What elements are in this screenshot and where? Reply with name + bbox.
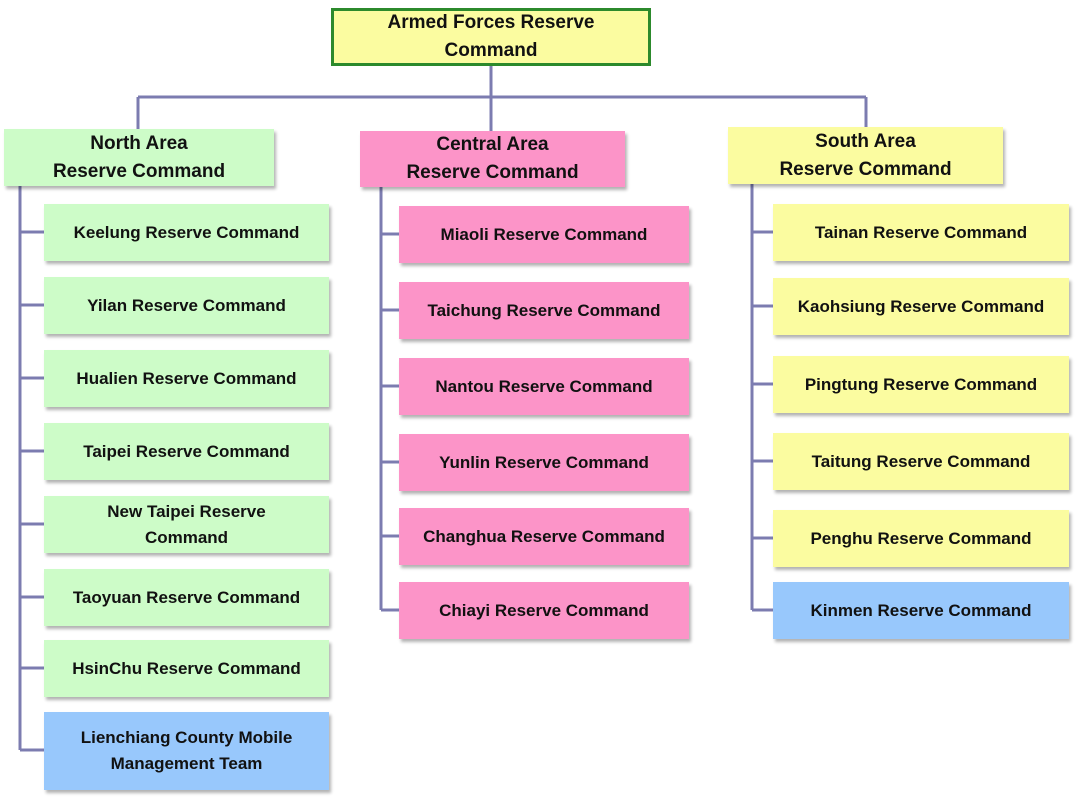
north-item-yilan: Yilan Reserve Command <box>44 277 329 334</box>
root-node-armed-forces-reserve-command: Armed Forces Reserve Command <box>331 8 651 66</box>
north-item-label: Keelung Reserve Command <box>73 222 300 242</box>
south-item-label: Kaohsiung Reserve Command <box>797 296 1045 316</box>
south-item-label: Penghu Reserve Command <box>810 528 1032 548</box>
north-area-node: North Area Reserve Command <box>4 129 274 186</box>
central-item-changhua: Changhua Reserve Command <box>399 508 689 565</box>
central-item-miaoli: Miaoli Reserve Command <box>399 206 689 263</box>
central-item-label: Taichung Reserve Command <box>427 300 661 320</box>
north-item-label: HsinChu Reserve Command <box>72 658 301 678</box>
south-item-label: Pingtung Reserve Command <box>804 374 1038 394</box>
central-item-yunlin: Yunlin Reserve Command <box>399 434 689 491</box>
south-item-pingtung: Pingtung Reserve Command <box>773 356 1069 413</box>
south-item-label: Tainan Reserve Command <box>814 222 1028 242</box>
north-item-label: Taipei Reserve Command <box>83 441 290 461</box>
south-item-label: Kinmen Reserve Command <box>810 600 1032 620</box>
north-item-hsinchu: HsinChu Reserve Command <box>44 640 329 697</box>
central-item-label: Changhua Reserve Command <box>423 526 665 546</box>
south-item-label: Taitung Reserve Command <box>811 451 1031 471</box>
north-item-new-taipei: New Taipei Reserve Command <box>44 496 329 553</box>
central-item-label: Chiayi Reserve Command <box>439 600 649 620</box>
north-item-hualien: Hualien Reserve Command <box>44 350 329 407</box>
central-item-chiayi: Chiayi Reserve Command <box>399 582 689 639</box>
north-item-taoyuan: Taoyuan Reserve Command <box>44 569 329 626</box>
central-item-taichung: Taichung Reserve Command <box>399 282 689 339</box>
south-item-kinmen: Kinmen Reserve Command <box>773 582 1069 639</box>
central-item-nantou: Nantou Reserve Command <box>399 358 689 415</box>
south-item-kaohsiung: Kaohsiung Reserve Command <box>773 278 1069 335</box>
central-item-label: Nantou Reserve Command <box>435 376 653 396</box>
north-area-label: North Area Reserve Command <box>52 132 226 182</box>
central-area-label: Central Area Reserve Command <box>406 134 579 183</box>
north-item-label: Taoyuan Reserve Command <box>72 587 301 607</box>
central-area-node: Central Area Reserve Command <box>360 131 625 187</box>
north-item-keelung: Keelung Reserve Command <box>44 204 329 261</box>
north-item-label: Yilan Reserve Command <box>87 295 286 315</box>
north-item-label: Hualien Reserve Command <box>76 368 297 388</box>
north-item-lienchiang: Lienchiang County Mobile Management Team <box>44 712 329 790</box>
south-item-taitung: Taitung Reserve Command <box>773 433 1069 490</box>
central-item-label: Miaoli Reserve Command <box>440 224 648 244</box>
south-item-penghu: Penghu Reserve Command <box>773 510 1069 567</box>
central-item-label: Yunlin Reserve Command <box>439 452 649 472</box>
root-node-label: Armed Forces Reserve Command <box>387 12 595 61</box>
north-item-taipei: Taipei Reserve Command <box>44 423 329 480</box>
south-item-tainan: Tainan Reserve Command <box>773 204 1069 261</box>
south-area-label: South Area Reserve Command <box>779 130 952 180</box>
south-area-node: South Area Reserve Command <box>728 127 1003 184</box>
north-item-label: Lienchiang County Mobile Management Team <box>80 728 293 773</box>
north-item-label: New Taipei Reserve Command <box>107 501 266 547</box>
